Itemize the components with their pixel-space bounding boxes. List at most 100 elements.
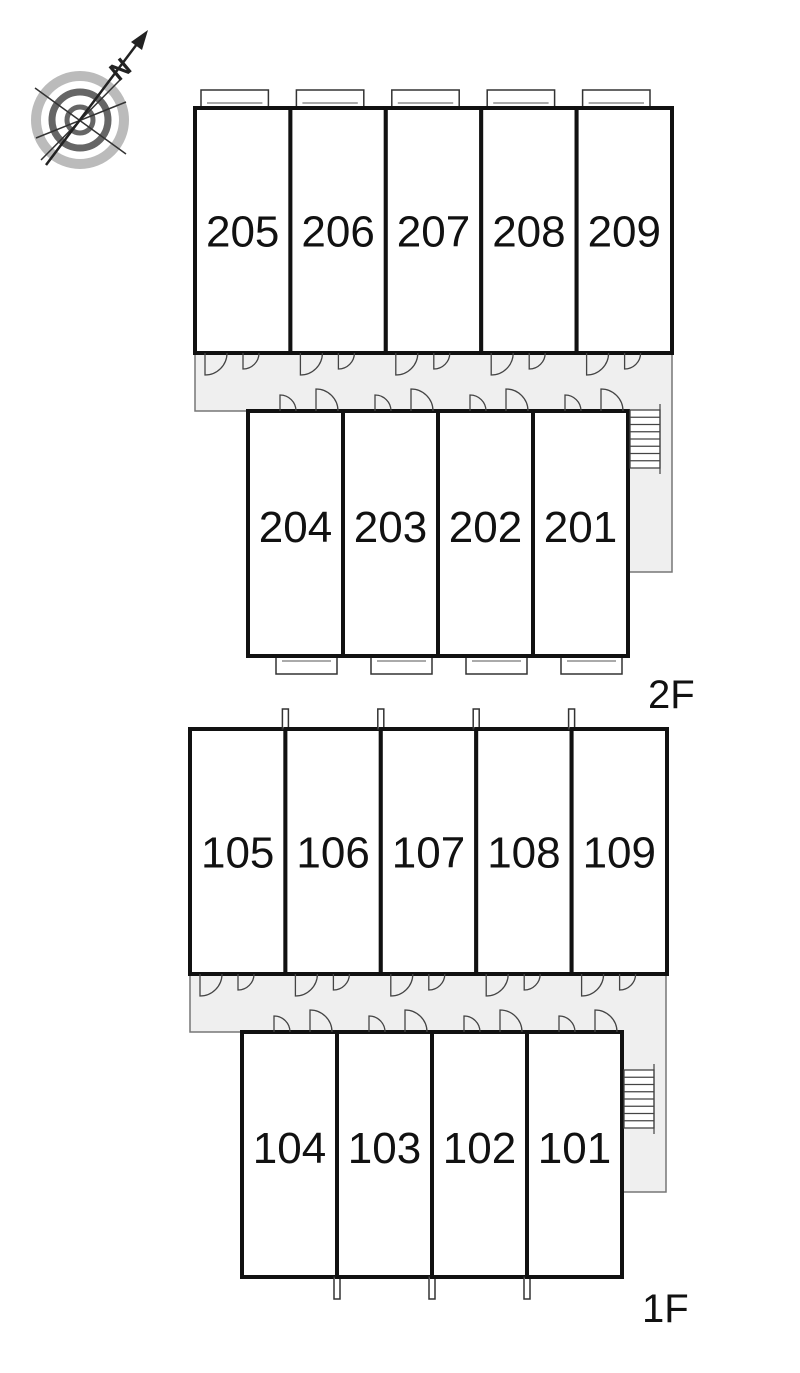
unit-outline [574,106,674,355]
balcony [560,655,623,675]
door-swing-icon [299,352,324,376]
door-swing-icon [242,352,260,370]
door-swing-icon [315,388,339,412]
balcony [486,89,556,109]
unit-201: 201 [531,388,630,675]
door-swing-icon [199,973,223,997]
unit-number: 105 [201,829,274,878]
door-swing-icon [273,1015,291,1033]
unit-number: 201 [544,503,617,552]
door-swing-icon [279,394,297,412]
balcony [581,89,651,109]
unit-number: 103 [348,1124,421,1173]
unit-number: 107 [392,829,465,878]
door-swing-icon [463,1015,481,1033]
door-swing-icon [499,1009,523,1033]
unit-108: 108 [472,708,574,997]
door-swing-icon [428,973,446,991]
unit-number: 208 [492,208,565,257]
door-swing-icon [395,352,419,376]
unit-109: 109 [567,708,669,997]
unit-204: 204 [246,388,345,675]
door-swing-icon [368,1015,386,1033]
unit-outline [246,409,345,658]
door-swing-icon [469,394,487,412]
unit-206: 206 [288,89,388,376]
door-swing-icon [433,352,451,370]
balcony [295,89,365,109]
door-swing-icon [618,973,637,991]
unit-208: 208 [479,89,579,376]
unit-outline [378,727,479,976]
unit-number: 101 [538,1124,611,1173]
unit-104: 104 [240,1009,339,1279]
unit-203: 203 [341,388,440,675]
staircase [623,1064,655,1134]
unit-107: 107 [377,708,479,997]
door-swing-icon [404,1009,428,1033]
unit-outline [531,409,630,658]
door-swing-icon [585,352,610,376]
first-floor: 105 106 107 108 109 104 103 102 101 [188,708,669,1300]
balcony [465,655,528,675]
unit-outline [436,409,535,658]
unit-103: 103 [333,1009,434,1300]
balcony [200,89,270,109]
unit-outline [525,1030,624,1279]
unit-number: 203 [354,503,427,552]
unit-number: 205 [206,208,279,257]
unit-number: 106 [296,829,369,878]
door-swing-icon [374,394,392,412]
floor-label-1f: 1F [642,1287,689,1331]
door-swing-icon [237,973,255,991]
door-swing-icon [309,1009,333,1033]
unit-number: 204 [259,503,332,552]
staircase [629,404,661,474]
door-swing-icon [505,388,529,412]
unit-outline [240,1030,339,1279]
unit-number: 109 [583,829,656,878]
door-swing-icon [390,973,414,997]
balcony [370,655,433,675]
unit-number: 108 [487,829,560,878]
balcony [391,89,460,109]
compass-rose-icon [31,30,148,169]
unit-outline [283,727,383,976]
door-swing-icon [490,352,514,376]
unit-209: 209 [574,89,674,376]
door-swing-icon [558,1015,576,1033]
unit-number: 102 [443,1124,516,1173]
door-swing-icon [580,973,605,997]
unit-106: 106 [281,708,383,997]
unit-207: 207 [383,89,484,376]
door-swing-icon [410,388,434,412]
unit-101: 101 [523,1009,624,1300]
door-swing-icon [485,973,509,997]
unit-202: 202 [436,388,535,675]
door-swing-icon [564,394,582,412]
balcony [275,655,338,675]
unit-outline [569,727,669,976]
door-swing-icon [204,352,228,376]
unit-105: 105 [188,727,288,997]
unit-number: 209 [588,208,661,257]
unit-number: 202 [449,503,522,552]
unit-102: 102 [428,1009,529,1300]
unit-number: 104 [253,1124,326,1173]
door-swing-icon [600,388,624,412]
door-swing-icon [528,352,546,370]
door-swing-icon [594,1009,618,1033]
unit-outline [474,727,574,976]
door-swing-icon [523,973,541,991]
floor-label-2f: 2F [648,673,695,717]
door-swing-icon [337,352,356,370]
door-swing-icon [294,973,319,997]
unit-number: 206 [301,208,374,257]
door-swing-icon [332,973,351,991]
unit-205: 205 [193,89,293,376]
unit-outline [341,409,440,658]
door-swing-icon [623,352,642,370]
